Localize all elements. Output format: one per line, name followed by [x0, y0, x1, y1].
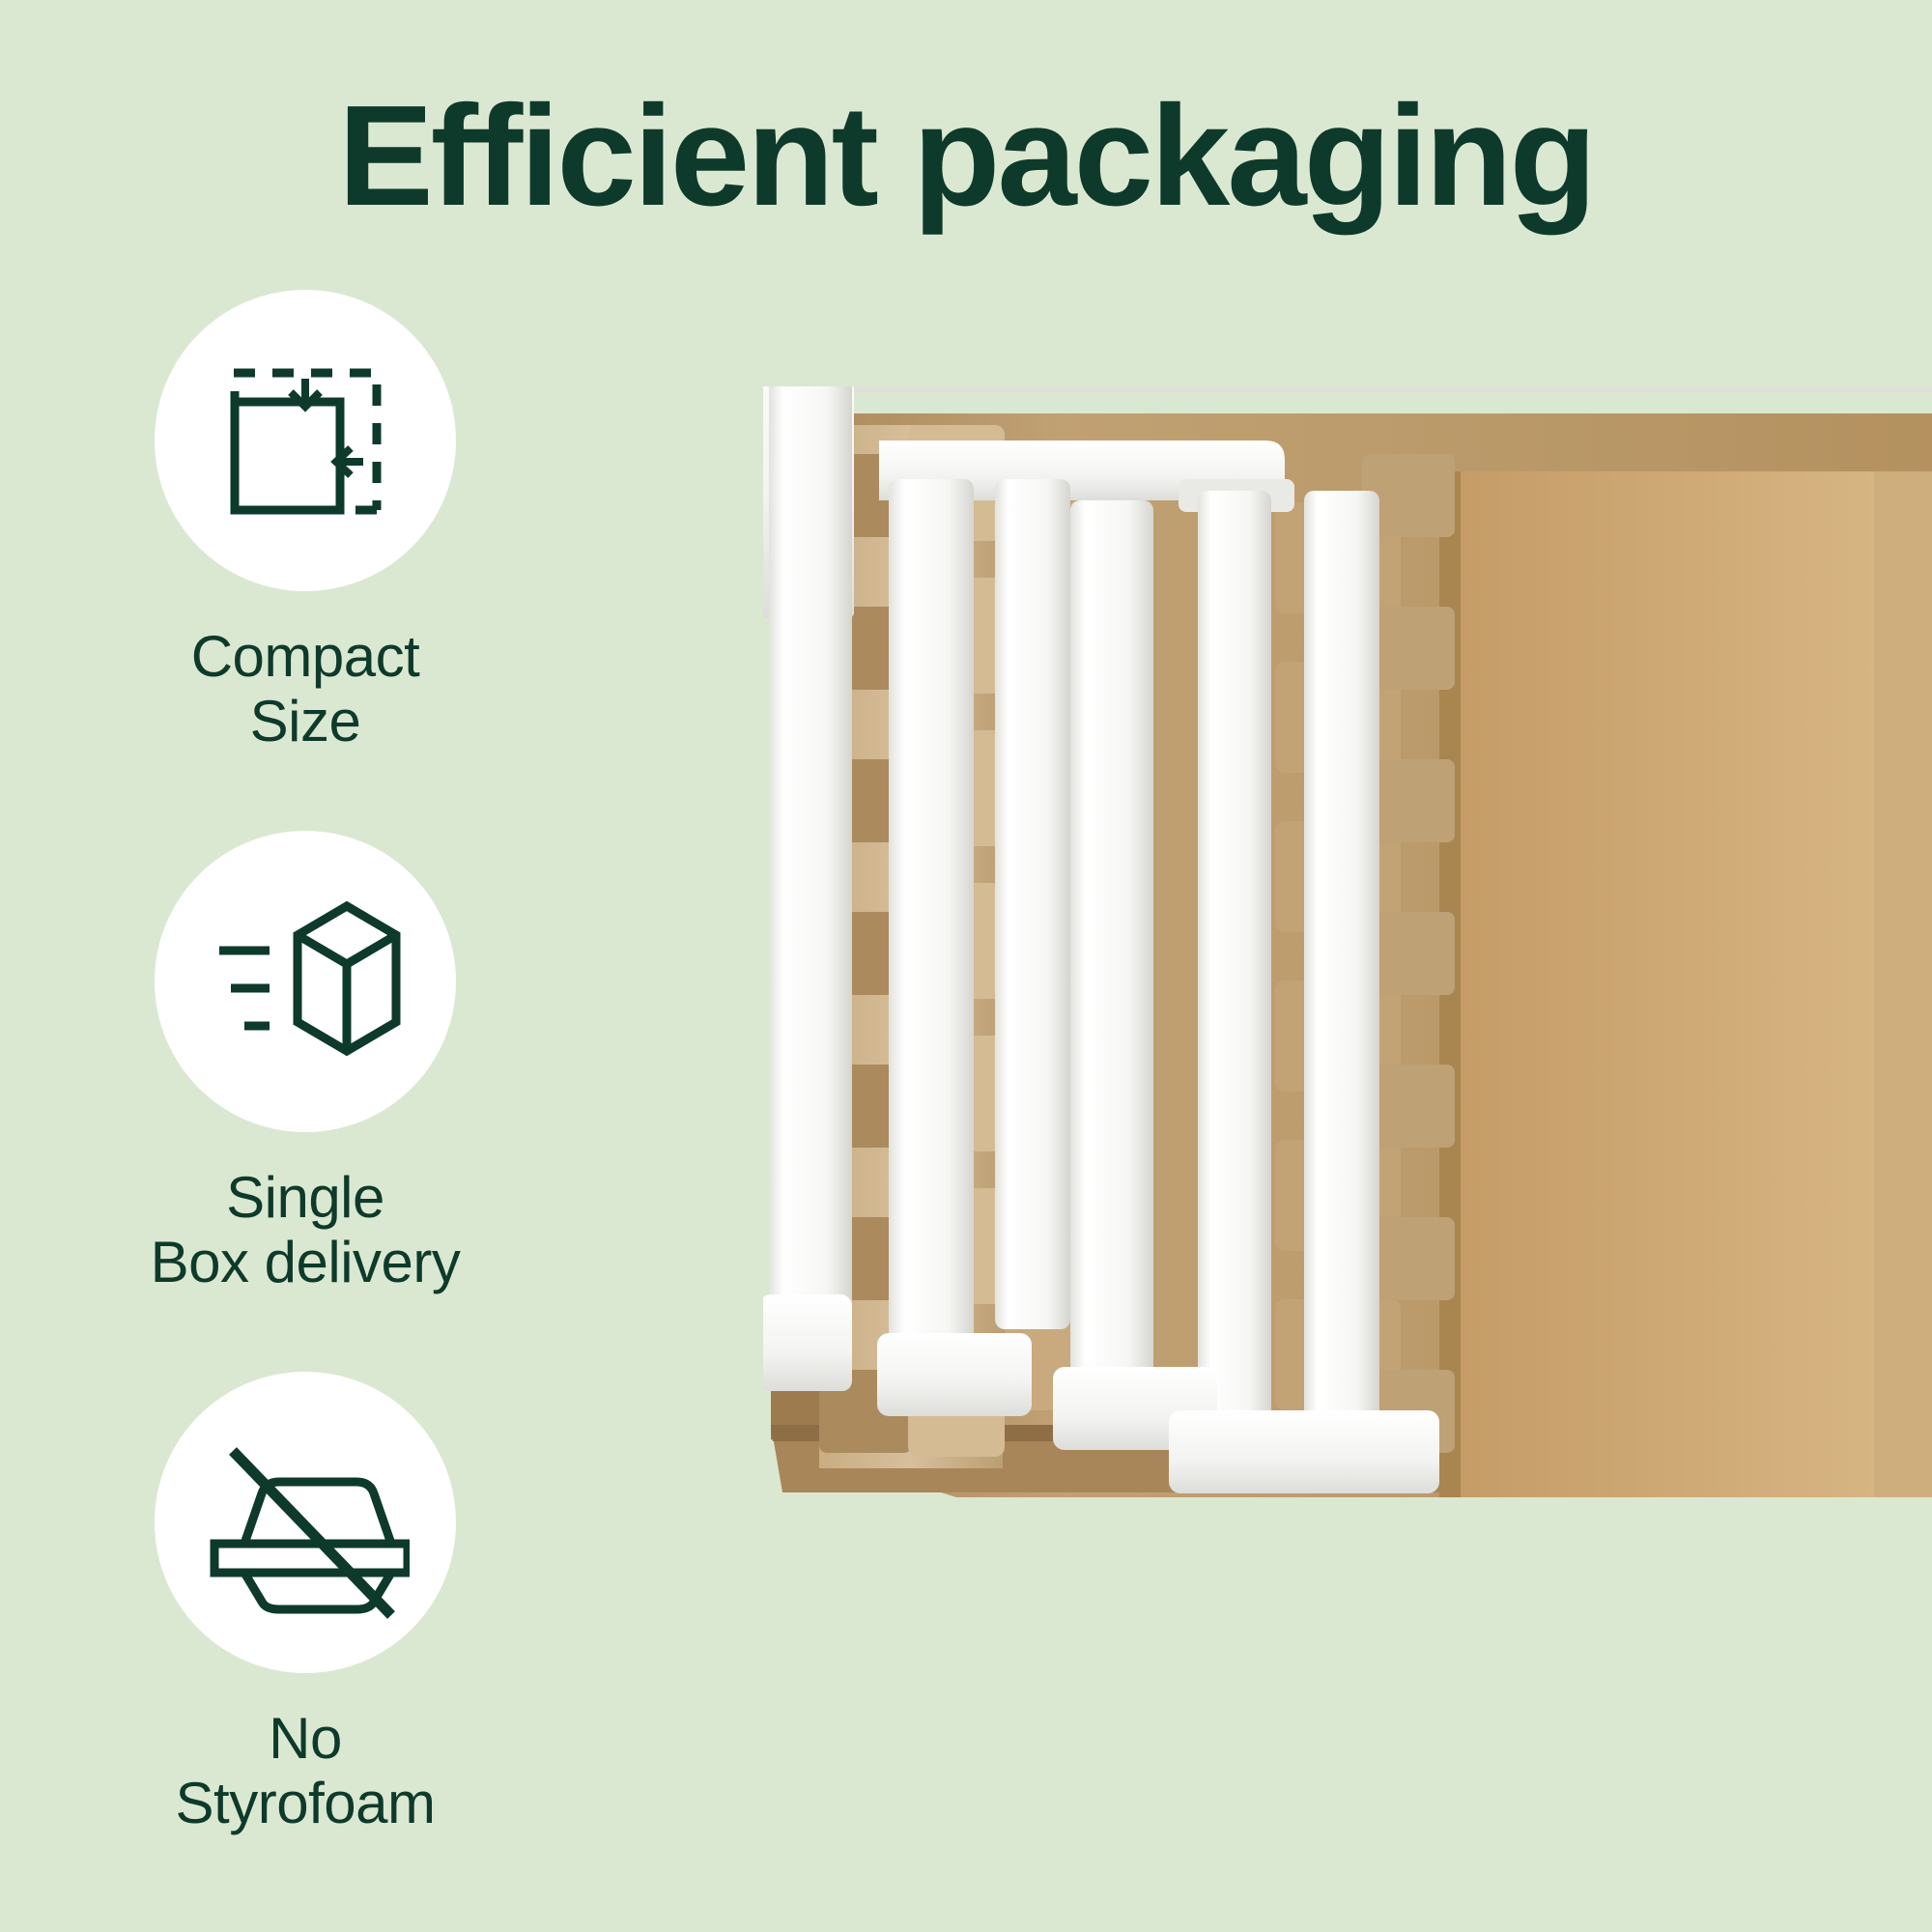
feature-label-line-2: Box delivery	[150, 1230, 461, 1295]
page-title: Efficient packaging	[338, 76, 1597, 236]
no-styrofoam-icon	[155, 1372, 456, 1673]
feature-label-line-2: Size	[249, 689, 361, 754]
feature-item-single-box-delivery: Single Box delivery	[93, 831, 518, 1294]
feature-label-line-1: Single	[226, 1165, 384, 1230]
feature-label-compact-size: Compact Size	[191, 624, 420, 753]
molded-pulp-tray-right	[1362, 454, 1455, 1453]
single-box-delivery-icon	[155, 831, 456, 1132]
feature-label-no-styrofoam: No Styrofoam	[176, 1706, 436, 1835]
product-packaging-photo	[763, 386, 1932, 1758]
feature-item-no-styrofoam: No Styrofoam	[93, 1372, 518, 1835]
inner-cardboard-panel	[1439, 471, 1932, 1497]
white-gate-product	[763, 386, 1932, 1493]
feature-item-compact-size: Compact Size	[93, 290, 518, 753]
feature-label-line-1: No	[269, 1706, 342, 1771]
feature-label-single-box-delivery: Single Box delivery	[151, 1165, 461, 1294]
feature-label-line-2: Styrofoam	[175, 1771, 436, 1836]
compact-size-icon	[155, 290, 456, 591]
feature-label-line-1: Compact	[190, 624, 420, 689]
